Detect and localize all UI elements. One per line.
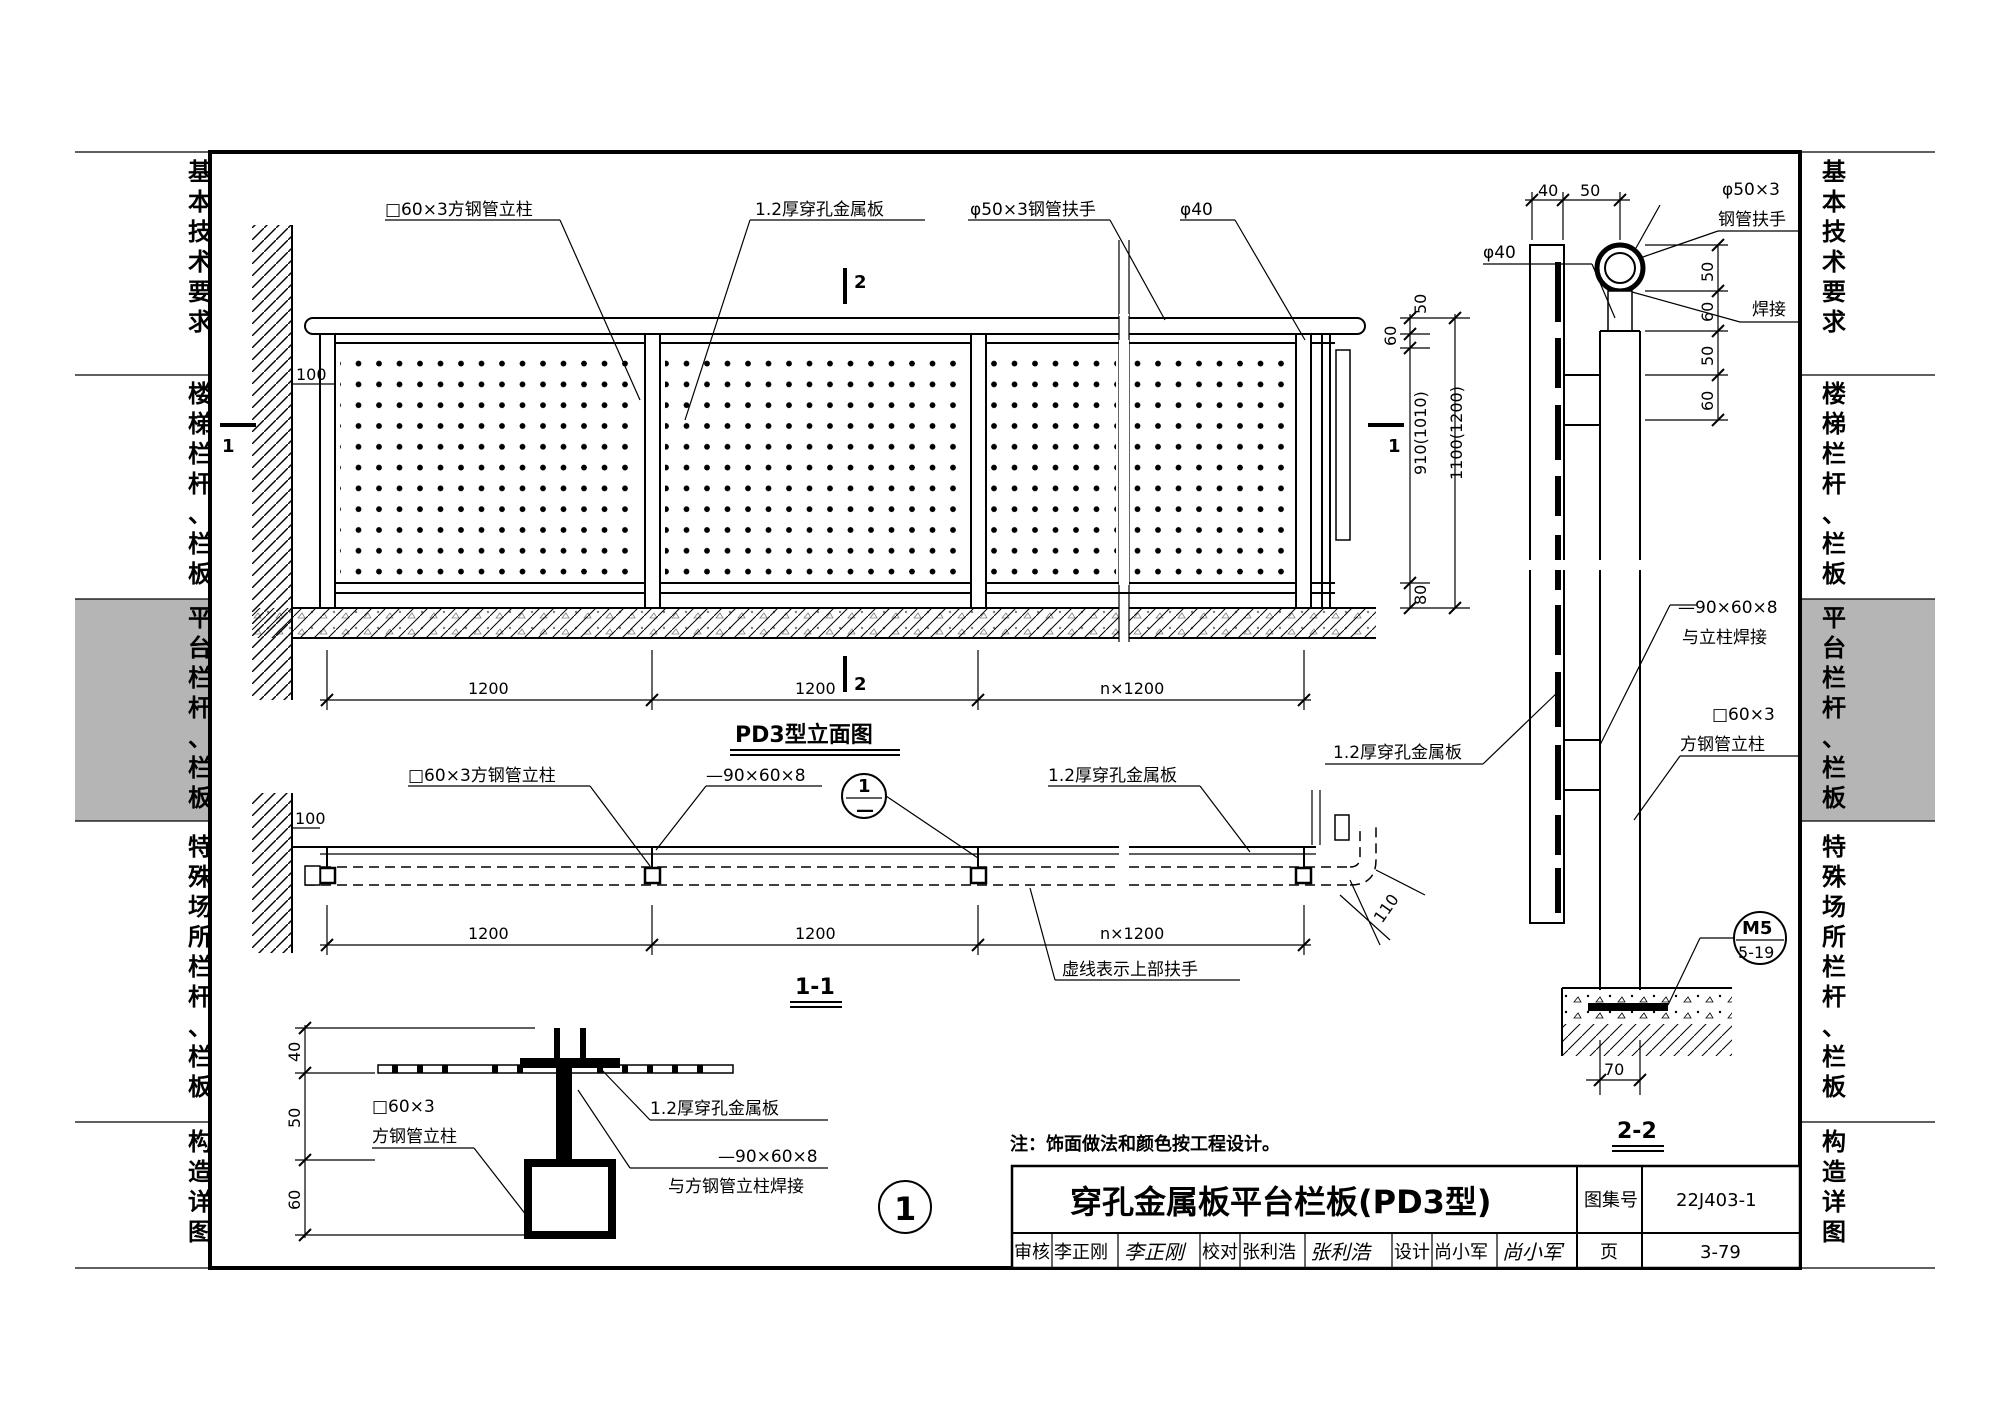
elev-dim-100: 100 xyxy=(296,365,327,384)
design-label: 设计 xyxy=(1394,1242,1430,1263)
section-mark-1-right: 1 xyxy=(1388,436,1401,457)
detail1-label-plate-2: 与方钢管立柱焊接 xyxy=(668,1177,804,1197)
plan-label-plate: —90×60×8 xyxy=(706,766,806,786)
title-block: 穿孔金属板平台栏板(PD3型) 图集号 22J403-1 审核 李正刚 李正刚 … xyxy=(1010,1164,1802,1270)
right-tab-active-bg xyxy=(1800,599,1935,821)
elev-label-handrail: φ50×3钢管扶手 xyxy=(970,200,1096,220)
detail1-label-post-1: □60×3 xyxy=(372,1097,435,1117)
plan-dim-wn: n×1200 xyxy=(1100,924,1164,943)
elev-label-panel: 1.2厚穿孔金属板 xyxy=(755,200,884,220)
s22-label-panel: 1.2厚穿孔金属板 xyxy=(1333,743,1462,763)
elev-dim-60: 60 xyxy=(1381,326,1400,346)
elev-dim-h910: 910(1010) xyxy=(1411,391,1430,475)
detail1-dim-40: 40 xyxy=(285,1042,304,1062)
plan-detail-ref-top: 1 xyxy=(858,776,871,797)
section-mark-2-top: 2 xyxy=(854,272,867,293)
s22-dim-50c: 50 xyxy=(1698,346,1717,366)
plan-dim-100: 100 xyxy=(295,809,326,828)
s22-label-post-1: □60×3 xyxy=(1712,705,1775,725)
s22-label-phi40: φ40 xyxy=(1483,243,1516,263)
elev-label-post: □60×3方钢管立柱 xyxy=(385,200,533,220)
s22-label-post-2: 方钢管立柱 xyxy=(1680,735,1765,755)
plan-dim-w2: 1200 xyxy=(795,924,836,943)
designer-name: 尚小军 xyxy=(1434,1242,1488,1263)
s22-label-handrail-2: 钢管扶手 xyxy=(1718,210,1786,230)
detail1-number: 1 xyxy=(894,1190,916,1228)
atlas-number: 22J403-1 xyxy=(1676,1190,1757,1211)
elev-dim-h1100: 1100(1200) xyxy=(1447,386,1466,480)
plan-view-1-1: □60×3方钢管立柱 —90×60×8 1 — 1.2厚穿孔金属板 虚线表示上部… xyxy=(252,766,1426,1008)
s22-caption: 2-2 xyxy=(1617,1119,1657,1144)
s22-ref-bottom: 5-19 xyxy=(1738,943,1774,962)
plan-detail-ref-bottom: — xyxy=(856,800,874,821)
left-tab-active-bg xyxy=(75,599,210,821)
s22-label-weld: 焊接 xyxy=(1752,300,1786,320)
right-tab-details[interactable]: 构造详图 xyxy=(1822,1128,1846,1246)
drawing-note: 注：饰面做法和颜色按工程设计。 xyxy=(1010,1133,1280,1155)
elev-dim-80: 80 xyxy=(1411,585,1430,605)
detail1-dim-60: 60 xyxy=(285,1190,304,1210)
s22-label-plate-1: —90×60×8 xyxy=(1678,598,1778,618)
page-number: 3-79 xyxy=(1700,1242,1741,1263)
plan-dim-w1: 1200 xyxy=(468,924,509,943)
review-label: 审核 xyxy=(1014,1242,1050,1263)
elevation-view: 1 1 2 2 □60×3方钢管立柱 1.2厚穿孔金属板 φ50×3钢管扶手 φ… xyxy=(220,200,1470,756)
left-side-tabs: 基本技术要求 楼梯栏杆、栏板 平台栏杆、栏板 特殊场所栏杆、栏板 构造详图 xyxy=(75,151,213,1269)
s22-dim-50a: 50 xyxy=(1580,181,1600,200)
s22-label-handrail-1: φ50×3 xyxy=(1722,180,1780,200)
s22-label-plate-2: 与立柱焊接 xyxy=(1682,628,1767,648)
elev-dim-wn: n×1200 xyxy=(1100,679,1164,698)
designer-signature: 尚小军 xyxy=(1502,1240,1565,1264)
check-label: 校对 xyxy=(1202,1242,1238,1263)
elev-dim-w2: 1200 xyxy=(795,679,836,698)
plan-caption: 1-1 xyxy=(795,975,835,1000)
right-side-tabs: 基本技术要求 楼梯栏杆、栏板 平台栏杆、栏板 特殊场所栏杆、栏板 构造详图 xyxy=(1800,151,1935,1269)
elevation-caption: PD3型立面图 xyxy=(735,722,873,748)
drawing-title: 穿孔金属板平台栏板(PD3型) xyxy=(1070,1183,1492,1221)
section-2-2: 40 50 50 60 50 xyxy=(1325,180,1800,1152)
section-mark-1-left: 1 xyxy=(222,436,235,457)
checker-name: 张利浩 xyxy=(1242,1242,1296,1263)
s22-dim-50b: 50 xyxy=(1698,262,1717,282)
checker-signature: 张利浩 xyxy=(1310,1240,1372,1264)
s22-dim-60a: 60 xyxy=(1698,302,1717,322)
right-tab-platform[interactable]: 平台栏杆、栏板 xyxy=(1822,604,1847,812)
s22-dim-70: 70 xyxy=(1604,1060,1624,1079)
detail-1: 40 50 60 □60×3 方钢管立柱 1.2厚穿孔金属板 —90×60×8 … xyxy=(285,1021,932,1242)
detail1-dim-50: 50 xyxy=(285,1108,304,1128)
s22-ref-top: M5 xyxy=(1742,918,1772,939)
elev-label-phi40: φ40 xyxy=(1180,200,1213,220)
elev-dim-50: 50 xyxy=(1411,294,1430,314)
s22-dim-40: 40 xyxy=(1538,181,1558,200)
atlas-label: 图集号 xyxy=(1584,1190,1638,1211)
detail1-label-post-2: 方钢管立柱 xyxy=(372,1127,457,1147)
reviewer-signature: 李正刚 xyxy=(1124,1240,1187,1264)
drawing-frame xyxy=(208,150,1802,1270)
plan-label-dashed-note: 虚线表示上部扶手 xyxy=(1062,960,1198,980)
elev-dim-w1: 1200 xyxy=(468,679,509,698)
right-tab-stairs[interactable]: 楼梯栏杆、栏板 xyxy=(1822,380,1847,588)
detail1-label-plate-1: —90×60×8 xyxy=(718,1147,818,1167)
section-mark-2-bottom: 2 xyxy=(854,674,867,695)
right-tab-basic[interactable]: 基本技术要求 xyxy=(1822,158,1847,336)
s22-dim-60b: 60 xyxy=(1698,391,1717,411)
reviewer-name: 李正刚 xyxy=(1054,1242,1108,1263)
detail1-label-panel: 1.2厚穿孔金属板 xyxy=(650,1099,779,1119)
plan-label-panel: 1.2厚穿孔金属板 xyxy=(1048,766,1177,786)
page-label: 页 xyxy=(1600,1242,1618,1263)
right-tab-special[interactable]: 特殊场所栏杆、栏板 xyxy=(1822,833,1847,1101)
plan-dim-110: 110 xyxy=(1370,890,1403,926)
plan-label-post: □60×3方钢管立柱 xyxy=(408,766,556,786)
